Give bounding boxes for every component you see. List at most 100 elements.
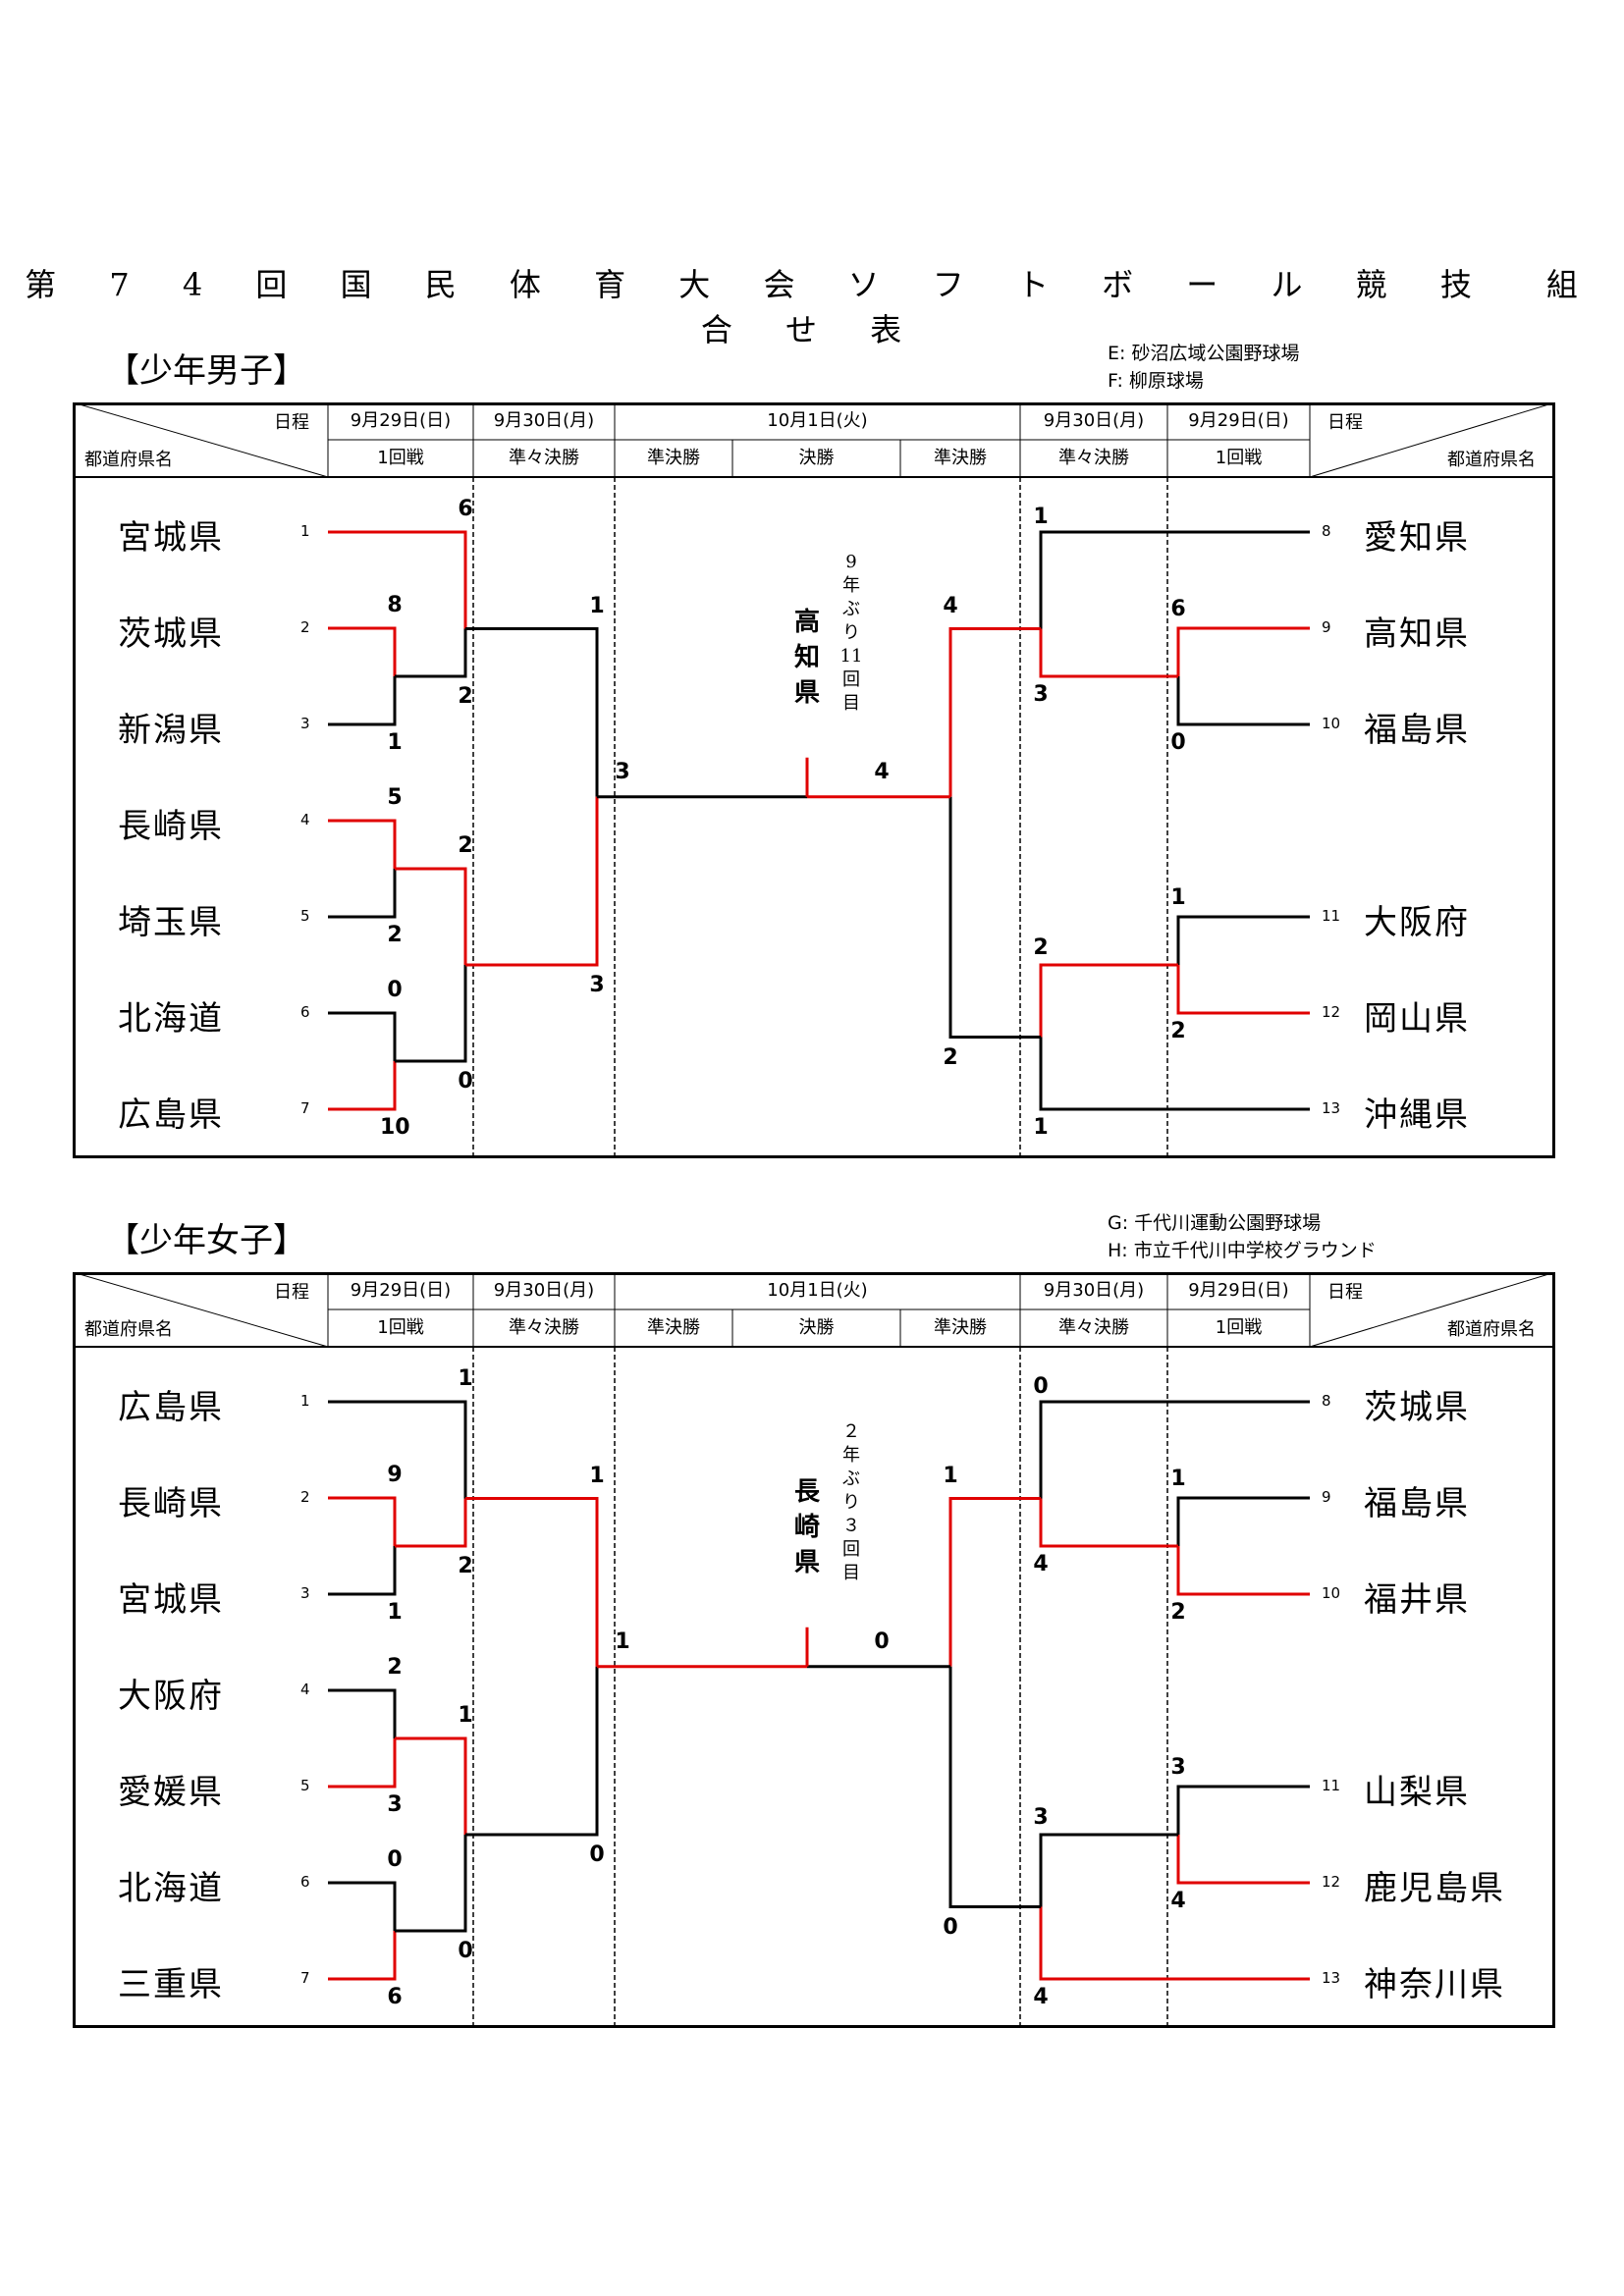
- team-seed: 4: [300, 811, 310, 828]
- score: 3: [589, 973, 605, 997]
- girls-venue-h: H: 市立千代川中学校グラウンド: [1108, 1240, 1377, 1261]
- score: 0: [387, 978, 403, 1002]
- header-date-qf-right: 9月30日(月): [1043, 410, 1145, 431]
- team-name: 鹿児島県: [1364, 1869, 1505, 1908]
- line-left-6: [328, 1881, 397, 1931]
- team-seed: 6: [300, 1003, 310, 1021]
- team-name: 岡山県: [1364, 999, 1470, 1039]
- team-seed: 9: [1322, 618, 1331, 636]
- team-seed: 10: [1322, 1584, 1341, 1602]
- line-right-w-qf2: [948, 796, 1041, 1039]
- header-round-qf-right: 準々決勝: [1058, 1317, 1129, 1338]
- line-right-w-qf2: [948, 1666, 1041, 1908]
- score: 1: [589, 593, 605, 618]
- score: 1: [1033, 1115, 1049, 1140]
- score: 2: [1033, 935, 1049, 960]
- line-left-w-qf2: [465, 796, 599, 967]
- team-name: 埼玉県: [118, 903, 224, 942]
- champion-note-char: ぶ: [842, 599, 860, 619]
- champion-char: 知: [793, 643, 820, 672]
- girls-bracket-lines: [73, 1272, 1555, 2028]
- line-left-2: [328, 626, 397, 676]
- header-date-qf-right: 9月30日(月): [1043, 1280, 1145, 1301]
- score: 4: [1033, 1985, 1049, 2009]
- corner-diagonal-right: [1309, 1272, 1555, 1348]
- team-seed: 13: [1322, 1969, 1341, 1987]
- header-round-qf-left: 準々決勝: [509, 1317, 579, 1338]
- line-right-w1112: [1039, 963, 1178, 1038]
- line-left-w67: [395, 965, 467, 1063]
- team-seed: 1: [300, 1392, 310, 1410]
- header-pref-label: 都道府県名: [1447, 450, 1536, 470]
- header-date-sf-final: 10月1日(火): [767, 1280, 868, 1301]
- line-left-1: [328, 1400, 467, 1499]
- header-round-r1-left: 1回戦: [377, 1317, 424, 1338]
- team-name: 福島県: [1364, 1484, 1470, 1523]
- header-round-r1-right: 1回戦: [1215, 1317, 1263, 1338]
- header-date-r1-right: 9月29日(日): [1188, 1280, 1289, 1301]
- boys-venue-e: E: 砂沼広域公園野球場: [1108, 343, 1300, 364]
- line-left-w45: [395, 867, 467, 965]
- frame: [73, 1272, 1555, 2028]
- line-right-10: [1176, 676, 1310, 726]
- score: 3: [387, 1792, 403, 1817]
- line-right-w910: [1039, 628, 1178, 678]
- header-pref-label: 都道府県名: [84, 1319, 173, 1340]
- line-right-9: [1176, 626, 1310, 676]
- line-right-w-qf1: [948, 1497, 1041, 1667]
- team-name: 宮城県: [118, 518, 224, 558]
- champion-note-char: 9: [845, 552, 857, 572]
- header-round-sf-left: 準決勝: [647, 1317, 700, 1338]
- score: 2: [943, 1044, 958, 1070]
- line-right-w-qf1: [948, 627, 1041, 797]
- score: 0: [458, 1069, 473, 1094]
- score: 0: [1170, 730, 1186, 755]
- team-name: 愛知県: [1364, 518, 1470, 558]
- champion-char: 県: [793, 678, 820, 708]
- line-left-w23: [395, 1498, 467, 1548]
- team-name: 沖縄県: [1364, 1095, 1470, 1135]
- score: 8: [387, 593, 403, 617]
- team-seed: 13: [1322, 1099, 1341, 1117]
- champion-char: 長: [793, 1477, 820, 1507]
- team-seed: 6: [300, 1873, 310, 1891]
- header-schedule-label: 日程: [1327, 412, 1363, 433]
- champion-note-char: 目: [842, 693, 860, 714]
- team-seed: 2: [300, 1488, 310, 1506]
- score: 1: [1033, 505, 1049, 529]
- team-name: 新潟県: [118, 711, 224, 750]
- line-left-4: [328, 1688, 397, 1738]
- champion-note-char: ２: [842, 1421, 860, 1442]
- team-name: 福井県: [1364, 1580, 1470, 1620]
- line-left-5: [328, 869, 397, 919]
- header-round-qf-right: 準々決勝: [1058, 448, 1129, 468]
- score: 6: [1170, 597, 1186, 621]
- team-seed: 3: [300, 715, 310, 732]
- team-name: 高知県: [1364, 614, 1470, 654]
- line-right-w910: [1039, 1498, 1178, 1548]
- score: 2: [1170, 1019, 1186, 1043]
- score: 6: [387, 1985, 403, 2009]
- score: 1: [1170, 1467, 1186, 1491]
- team-seed: 12: [1322, 1003, 1341, 1021]
- score: 1: [458, 1703, 473, 1728]
- score: 10: [380, 1115, 410, 1140]
- line-right-11: [1176, 1785, 1310, 1835]
- team-name: 宮城県: [118, 1580, 224, 1620]
- score: 9: [387, 1463, 403, 1487]
- line-right-12: [1176, 965, 1310, 1015]
- girls-venues: G: 千代川運動公園野球場 H: 市立千代川中学校グラウンド: [1108, 1209, 1377, 1264]
- team-seed: 5: [300, 1777, 310, 1794]
- line-left-3: [328, 676, 397, 726]
- boys-bracket-lines: [73, 402, 1555, 1158]
- team-name: 広島県: [118, 1095, 224, 1135]
- score: 1: [387, 730, 403, 755]
- line-left-w-qf1: [465, 627, 599, 797]
- line-right-13: [1039, 1906, 1310, 1981]
- team-seed: 11: [1322, 1777, 1341, 1794]
- score: 2: [387, 923, 403, 947]
- team-name: 北海道: [118, 999, 224, 1039]
- champion-char: 高: [793, 608, 820, 637]
- score: 3: [1033, 682, 1049, 707]
- score: 1: [615, 1629, 630, 1654]
